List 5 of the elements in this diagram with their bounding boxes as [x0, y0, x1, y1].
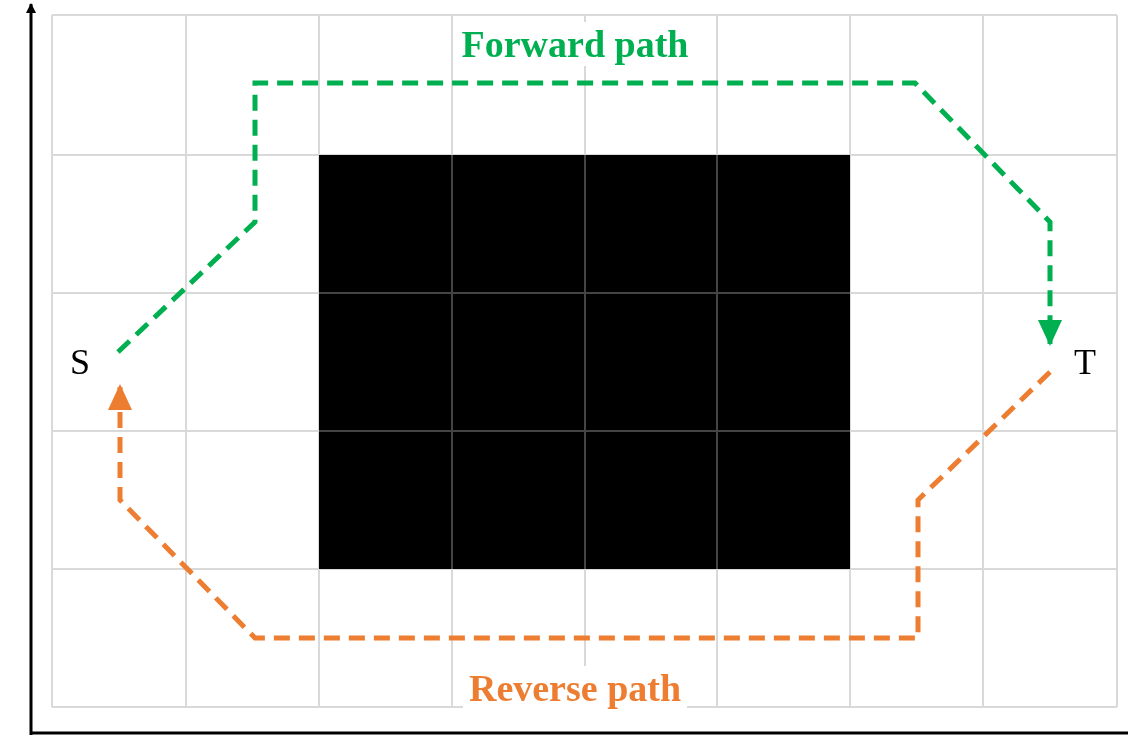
edge-label: Reverse path — [462, 666, 688, 710]
path-arrow — [116, 80, 1062, 354]
point-label: S — [66, 340, 118, 384]
path-arrow — [108, 370, 1052, 641]
point-label: T — [1050, 340, 1102, 384]
